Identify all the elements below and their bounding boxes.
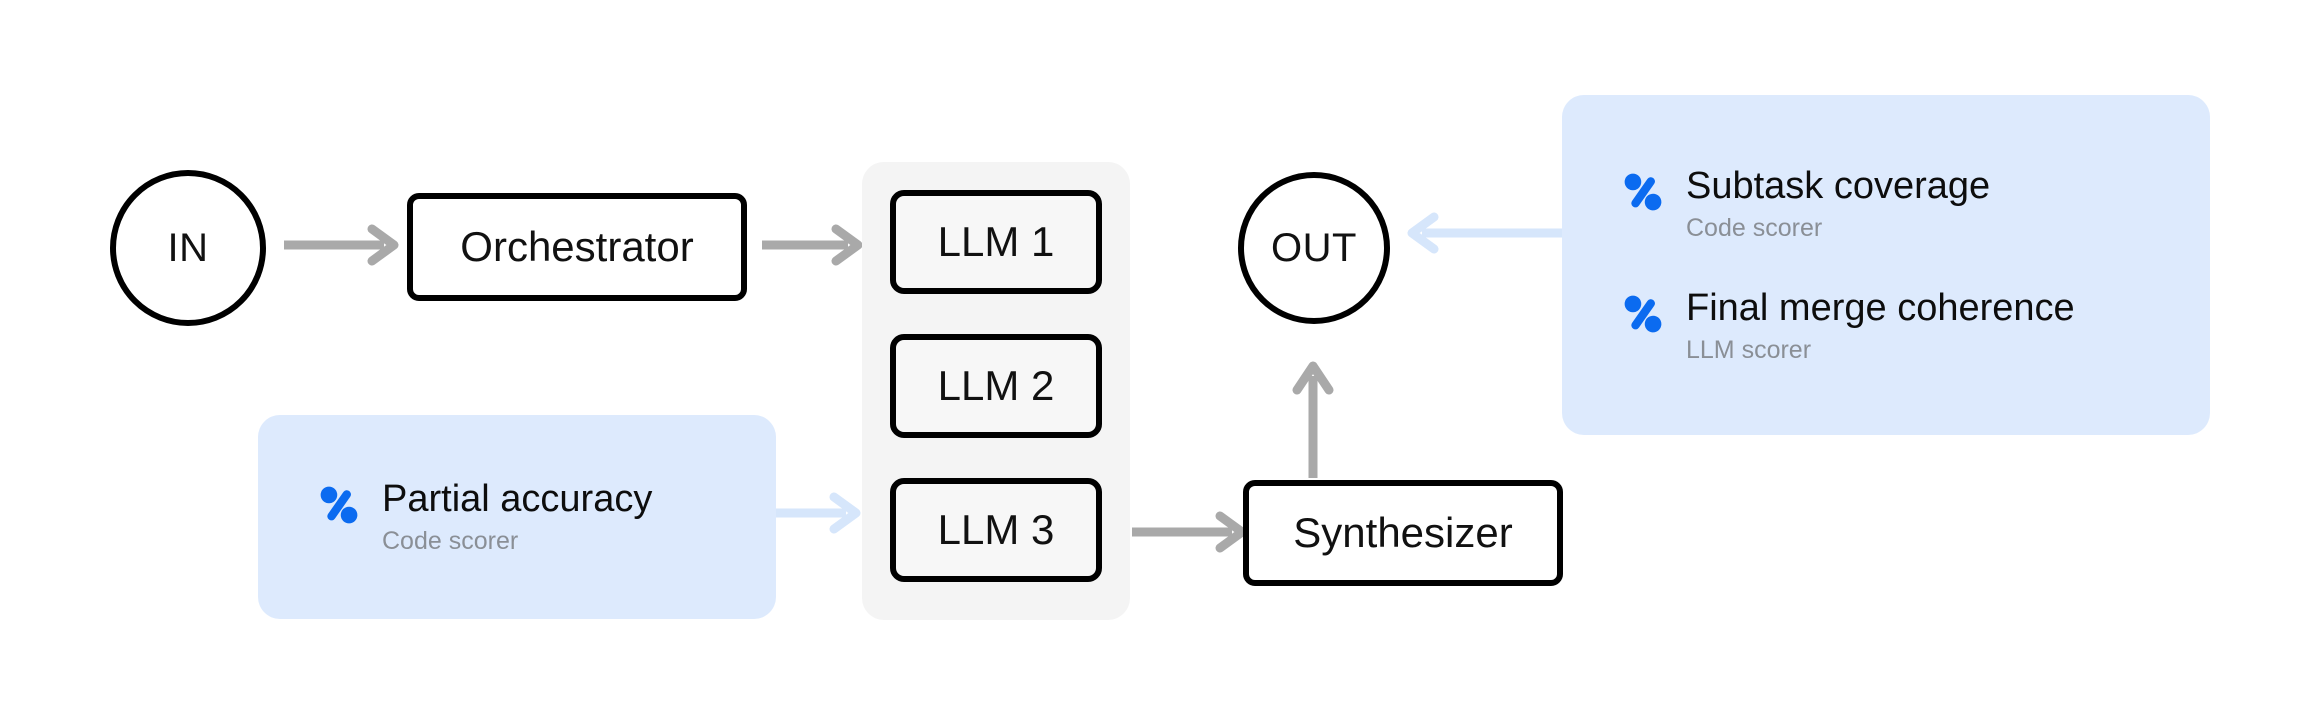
node-orchestrator-label: Orchestrator	[460, 223, 694, 270]
edge-llm3-to-synthesizer	[1132, 511, 1247, 553]
node-input-in[interactable]: IN	[110, 170, 266, 326]
node-llm-3-label: LLM 3	[937, 506, 1055, 553]
node-input-label: IN	[167, 226, 209, 270]
scorer-text: Partial accuracy Code scorer	[382, 478, 652, 556]
edge-scorers-to-out	[1407, 212, 1571, 254]
node-orchestrator[interactable]: Orchestrator	[407, 193, 747, 301]
scorer-row-subtask-coverage[interactable]: Subtask coverage Code scorer	[1622, 165, 2210, 243]
percent-icon	[1624, 174, 1662, 211]
node-synthesizer-label: Synthesizer	[1293, 509, 1513, 556]
percent-icon	[1624, 295, 1662, 333]
node-llm-2-label: LLM 2	[937, 362, 1055, 409]
percent-icon	[320, 486, 358, 524]
scorer-row: Partial accuracy Code scorer	[318, 478, 776, 556]
scorer-title: Final merge coherence	[1686, 287, 2075, 329]
scorer-title: Subtask coverage	[1686, 165, 1991, 208]
node-synthesizer[interactable]: Synthesizer	[1243, 480, 1563, 586]
node-llm-1[interactable]: LLM 1	[890, 190, 1102, 294]
scorer-card-output-scorers[interactable]: Subtask coverage Code scorer Final merge…	[1562, 95, 2210, 435]
node-llm-2[interactable]: LLM 2	[890, 334, 1102, 438]
node-output-label: OUT	[1271, 226, 1357, 270]
scorer-card-partial-accuracy[interactable]: Partial accuracy Code scorer	[258, 415, 776, 619]
scorer-text: Final merge coherence LLM scorer	[1686, 287, 2075, 365]
scorer-row-final-merge-coherence[interactable]: Final merge coherence LLM scorer	[1622, 287, 2210, 365]
scorer-subtitle: LLM scorer	[1686, 335, 1812, 364]
node-llm-3[interactable]: LLM 3	[890, 478, 1102, 582]
scorer-title: Partial accuracy	[382, 478, 653, 521]
edge-partial-accuracy-to-llm3	[772, 492, 861, 534]
node-output-out[interactable]: OUT	[1238, 172, 1390, 324]
node-llm-1-label: LLM 1	[937, 218, 1055, 265]
edge-synthesizer-to-out	[1292, 361, 1334, 478]
edge-in-to-orchestrator	[284, 224, 399, 266]
edge-orchestrator-to-workers	[762, 224, 863, 266]
scorer-subtitle: Code scorer	[1686, 214, 1823, 242]
scorer-subtitle: Code scorer	[382, 526, 519, 555]
scorer-text: Subtask coverage Code scorer	[1686, 165, 1990, 243]
